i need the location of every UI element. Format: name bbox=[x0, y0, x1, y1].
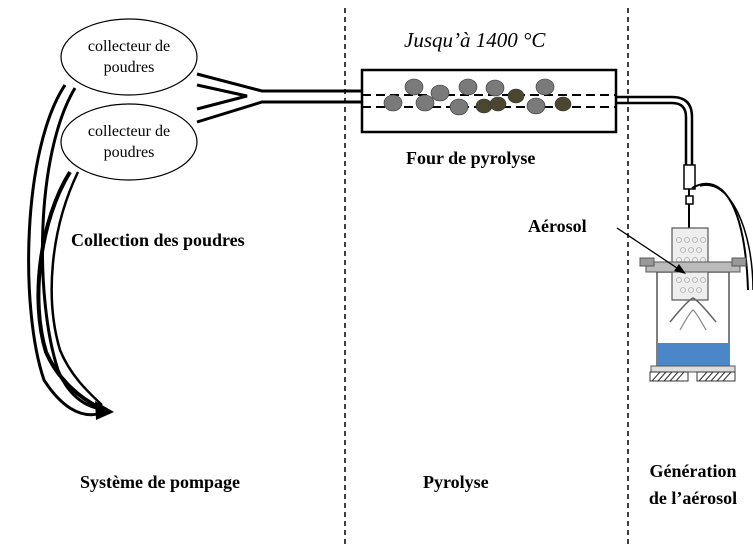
aerosol-pointer-arrowhead bbox=[674, 264, 686, 274]
pump-arrowhead bbox=[95, 401, 114, 420]
collector-bottom-line2: poudres bbox=[103, 144, 155, 161]
particle bbox=[554, 96, 572, 112]
particle bbox=[383, 94, 403, 112]
collection-label: Collection des poudres bbox=[71, 230, 245, 250]
aerosol-generator bbox=[639, 227, 747, 382]
furnace-label: Four de pyrolyse bbox=[406, 148, 536, 168]
particle bbox=[430, 84, 450, 102]
generator-liquid bbox=[657, 343, 729, 366]
generation-line2: de l’aérosol bbox=[648, 488, 738, 508]
particle bbox=[526, 97, 546, 115]
particle bbox=[489, 96, 507, 112]
collector-bottom-label: collecteur de poudres bbox=[59, 121, 199, 163]
generator-foot-right bbox=[696, 371, 736, 382]
feed-pipe bbox=[616, 95, 694, 165]
generator-base bbox=[650, 365, 736, 373]
exhaust-pipes bbox=[27, 84, 103, 417]
aerosol-label: Aérosol bbox=[528, 216, 587, 236]
collector-top-line1: collecteur de bbox=[87, 38, 171, 55]
particle bbox=[415, 94, 435, 112]
section-label-pumping: Système de pompage bbox=[80, 472, 240, 492]
particle bbox=[485, 79, 505, 97]
particle bbox=[449, 98, 469, 116]
particle bbox=[458, 78, 478, 96]
particle bbox=[404, 78, 424, 96]
particle bbox=[535, 78, 555, 96]
collector-top-line2: poudres bbox=[103, 59, 155, 76]
aerosol-pointer-line bbox=[616, 227, 681, 271]
gas-hose-2 bbox=[699, 184, 753, 291]
junction-pipe bbox=[196, 72, 362, 124]
particles bbox=[383, 78, 572, 116]
generator-foot-hatch bbox=[651, 371, 732, 382]
collector-bottom-ellipse bbox=[60, 103, 198, 181]
generator-lid-knob-right bbox=[731, 257, 747, 267]
generator-cone bbox=[669, 297, 717, 323]
generation-line1: Génération bbox=[649, 461, 737, 481]
collector-top-ellipse bbox=[60, 18, 198, 96]
section-label-pyrolysis: Pyrolyse bbox=[423, 472, 489, 492]
temperature-label: Jusqu’à 1400 °C bbox=[404, 28, 546, 52]
generator-lid-knob-left bbox=[639, 257, 655, 267]
particle bbox=[507, 88, 525, 104]
generator-foot-left bbox=[649, 371, 689, 382]
connector bbox=[683, 164, 696, 190]
generator-cone-inner bbox=[679, 309, 707, 331]
generator-lid bbox=[645, 261, 741, 273]
particle bbox=[475, 98, 493, 114]
collector-bottom-line1: collecteur de bbox=[87, 123, 171, 140]
collector-top-label: collecteur de poudres bbox=[59, 36, 199, 78]
section-label-generation: Génération de l’aérosol bbox=[634, 458, 752, 512]
connector-joint bbox=[685, 195, 694, 205]
